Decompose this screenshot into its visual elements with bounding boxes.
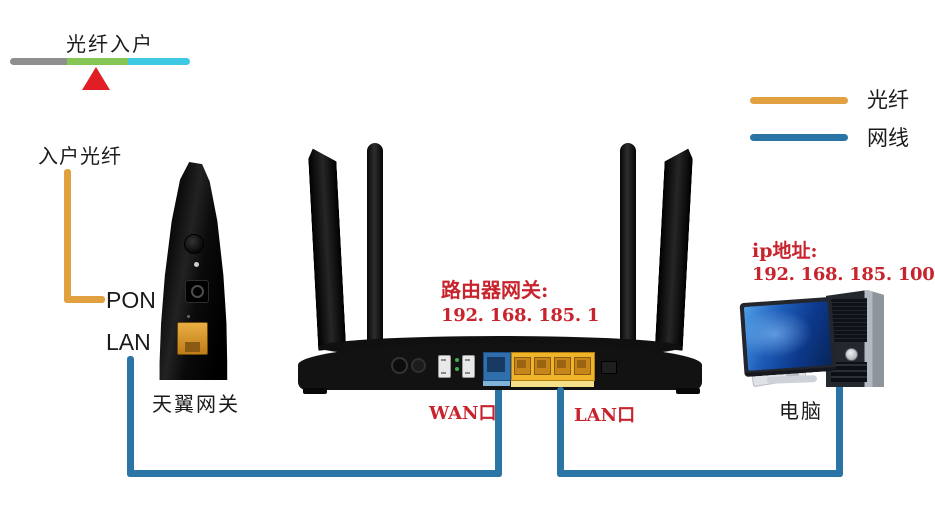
- computer-ip-text: ip地址: 192. 168. 185. 100: [752, 239, 935, 286]
- wan-port-label: WAN口: [429, 403, 497, 424]
- router-power-button: [411, 358, 426, 373]
- router-antenna-left-outer: [308, 147, 347, 350]
- cable-segment: [127, 356, 134, 477]
- gateway-led: [187, 315, 190, 318]
- cable-segment: [64, 169, 71, 303]
- gateway-button: [194, 262, 199, 267]
- router-gateway-text: 路由器网关: 192. 168. 185. 1: [441, 277, 599, 328]
- monitor-screen: [743, 301, 833, 371]
- gateway-logo-icon: [184, 234, 204, 254]
- fiber-entry-bar-cyan: [128, 58, 190, 65]
- computer-power-button: [845, 348, 858, 361]
- computer-tower-vents: [831, 362, 867, 382]
- legend-ethernet-line: [750, 134, 848, 141]
- fiber-entry-bar-green: [67, 58, 128, 65]
- router-lan-port-4: [574, 357, 591, 375]
- cable-segment: [836, 385, 843, 477]
- router-wan-port: [483, 352, 511, 381]
- router-lan-strip: [511, 381, 594, 387]
- lan-port-label: LAN: [106, 329, 151, 355]
- router-lan-port-3: [554, 357, 571, 375]
- computer-tower-mesh: [831, 298, 867, 342]
- monitor-stand-base: [766, 375, 818, 384]
- legend-fiber-label: 光纤: [867, 89, 909, 112]
- router-gateway-ip: 192. 168. 185. 1: [441, 305, 600, 326]
- router-led: [455, 367, 459, 371]
- pon-port-label: PON: [106, 287, 156, 313]
- cable-segment: [557, 470, 843, 477]
- router-usb-port-2: [462, 355, 475, 378]
- computer-ip-value: 192. 168. 185. 100: [752, 264, 935, 285]
- legend-ethernet-label: 网线: [867, 127, 909, 150]
- cable-segment: [557, 387, 564, 477]
- router-foot-right: [676, 388, 700, 394]
- router-foot-left: [303, 388, 327, 394]
- red-marker-triangle-icon: [82, 67, 110, 90]
- router-antenna-right-inner: [620, 143, 636, 357]
- legend-fiber-line: [750, 97, 848, 104]
- router-usb-port-1: [438, 355, 451, 378]
- computer-ip-title: ip地址:: [752, 240, 818, 262]
- gateway-device: [155, 162, 231, 380]
- computer-name-label: 电脑: [779, 401, 823, 423]
- router-gateway-title: 路由器网关:: [441, 278, 549, 302]
- fiber-entry-bar-gray: [10, 58, 67, 65]
- computer-monitor: [739, 296, 837, 378]
- router-power-jack: [391, 357, 408, 374]
- router-wan-strip: [483, 381, 510, 386]
- cable-segment: [127, 470, 502, 477]
- cable-segment: [64, 296, 105, 303]
- router-wps-button: [601, 361, 617, 374]
- router-led: [455, 358, 459, 362]
- fiber-entry-title: 光纤入户: [66, 34, 154, 56]
- router-antenna-right-outer: [655, 147, 694, 350]
- router-lan-port-1: [514, 357, 531, 375]
- gateway-power-jack: [185, 280, 209, 303]
- router-lan-port-2: [534, 357, 551, 375]
- incoming-fiber-label: 入户光纤: [38, 146, 122, 168]
- cable-segment: [495, 386, 502, 477]
- gateway-lan-port: [177, 322, 208, 355]
- router-lan-ports: [511, 352, 595, 381]
- gateway-name-label: 天翼网关: [152, 394, 240, 416]
- lan-port-label-router: LAN口: [574, 405, 636, 426]
- router-antenna-left-inner: [367, 143, 383, 357]
